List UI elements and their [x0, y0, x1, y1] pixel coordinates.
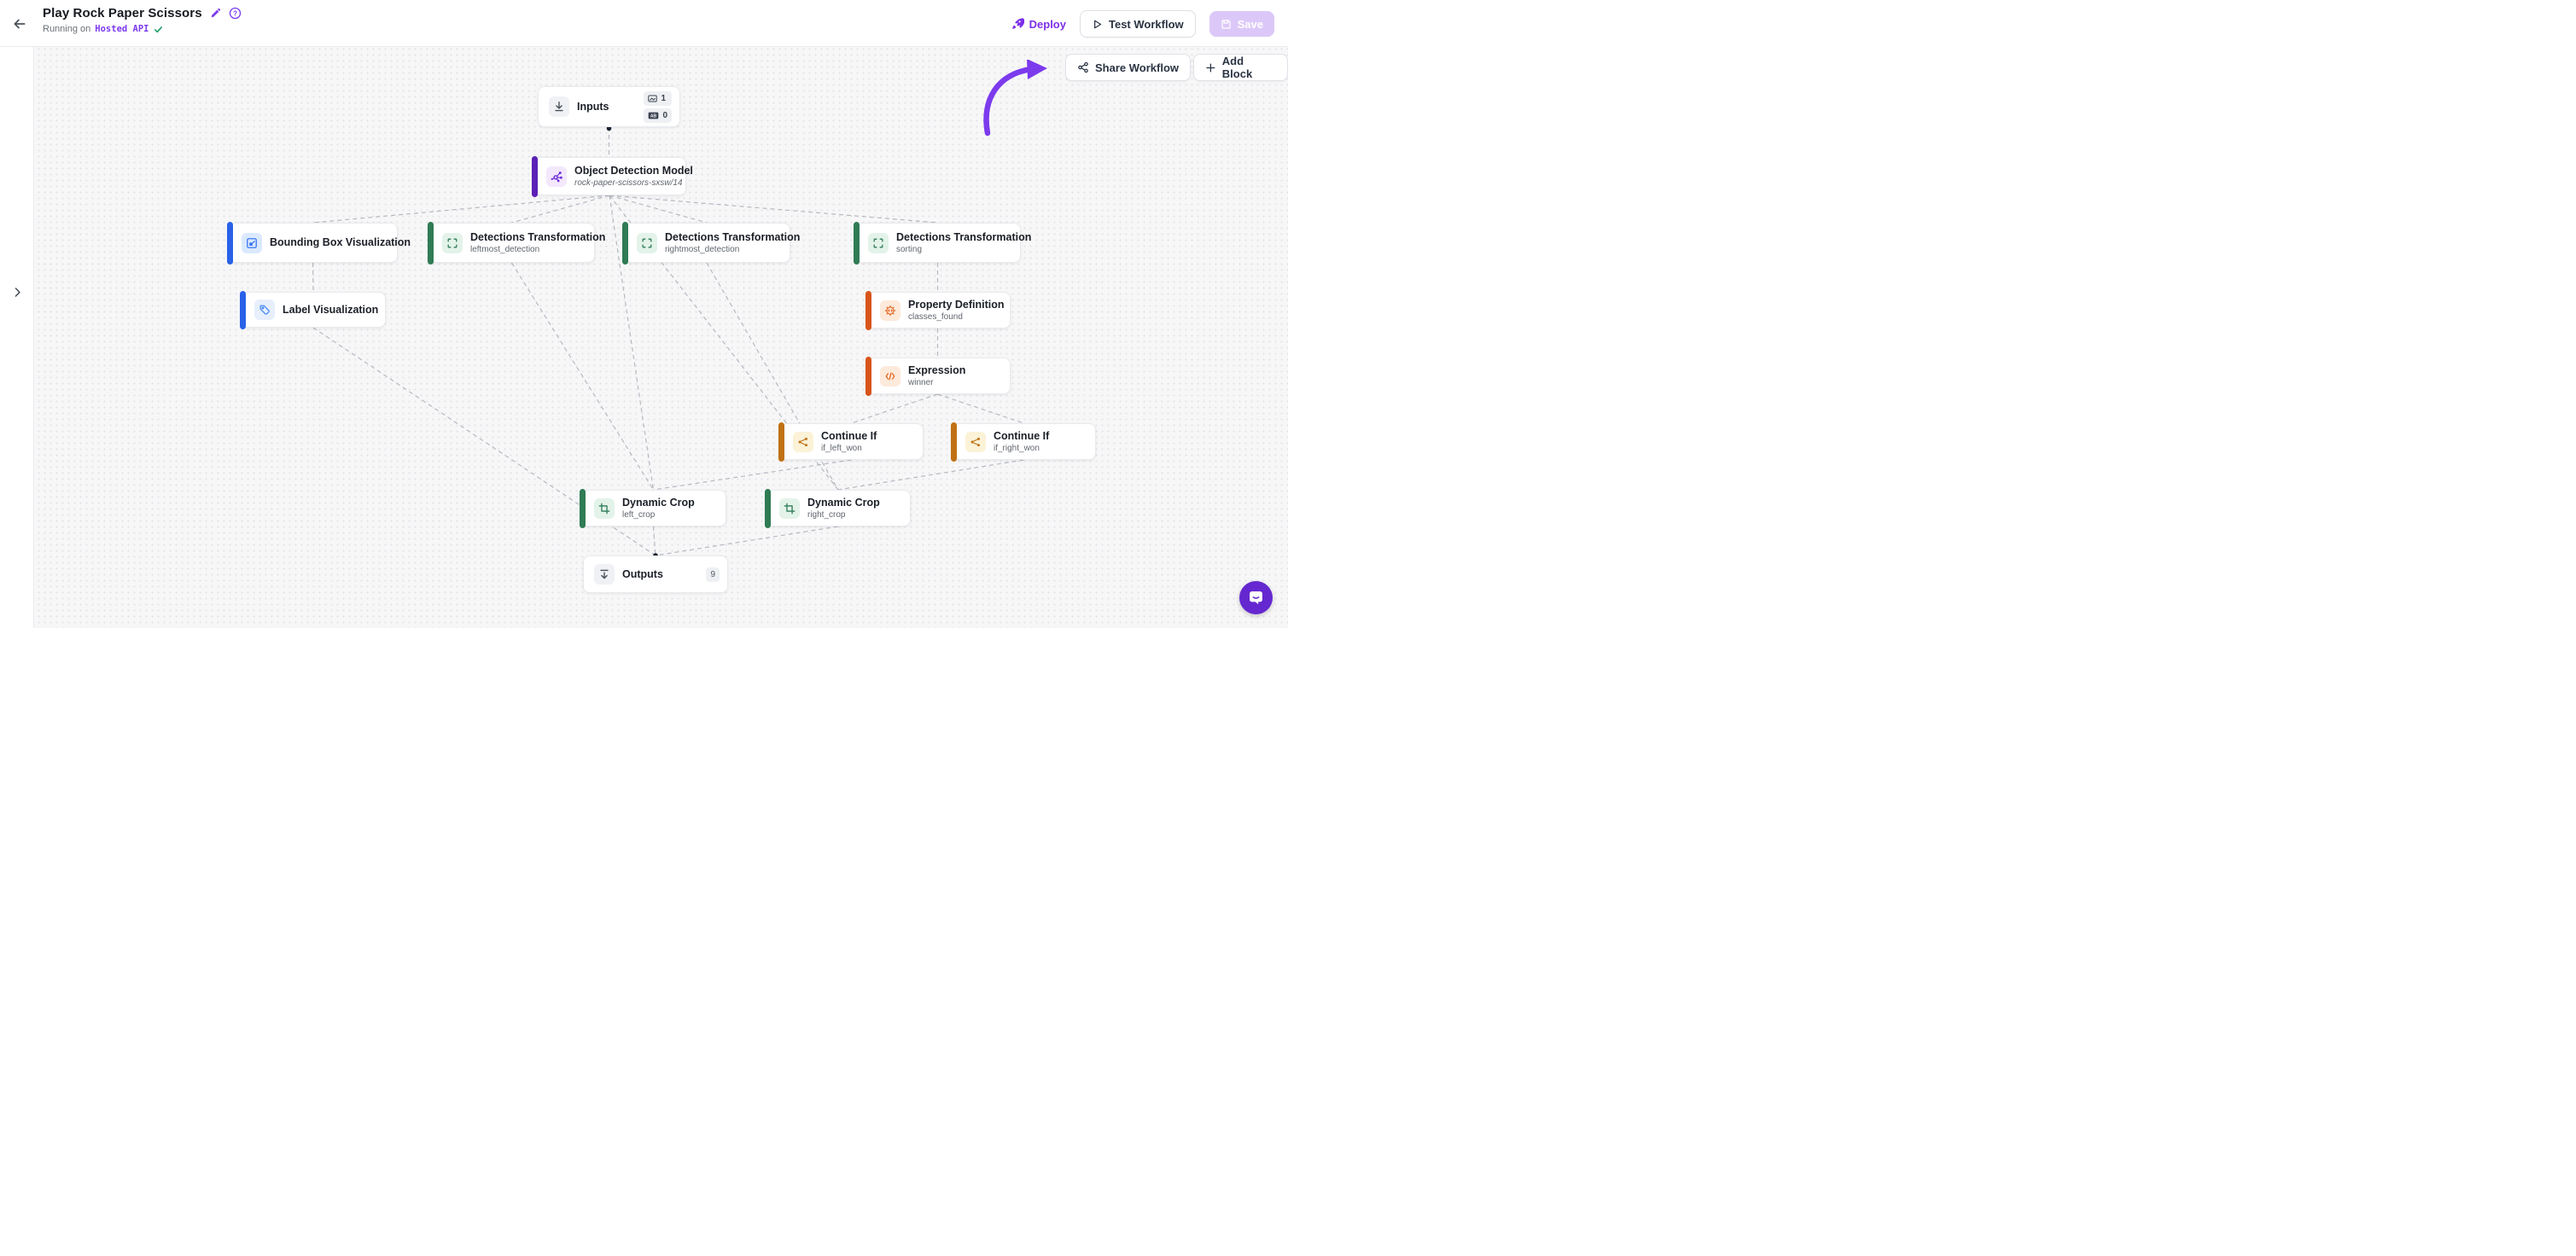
- arrow-left-icon: [14, 19, 26, 29]
- node-dynamic-crop-left[interactable]: Dynamic Crop left_crop: [579, 488, 726, 528]
- branch-icon: [965, 431, 986, 452]
- chat-launcher-button[interactable]: [1239, 581, 1273, 614]
- edit-title-button[interactable]: [210, 8, 221, 19]
- node-title: Detections Transformation: [470, 230, 606, 243]
- node-subtitle: leftmost_detection: [470, 244, 540, 254]
- left-panel-rail: [0, 46, 34, 628]
- node-dynamic-crop-right[interactable]: Dynamic Crop right_crop: [764, 488, 911, 528]
- property-gear-icon: [880, 299, 900, 321]
- running-on-label: Running on: [43, 24, 91, 34]
- node-expression[interactable]: Expression winner: [865, 356, 1011, 396]
- add-block-label: Add Block: [1221, 55, 1253, 80]
- top-bar: Play Rock Paper Scissors ? Running on H: [0, 0, 1288, 47]
- crop-icon: [594, 497, 615, 519]
- transform-icon: [868, 232, 889, 253]
- plus-icon: [1206, 62, 1215, 73]
- rocket-icon: [1011, 18, 1024, 29]
- workflow-canvas[interactable]: [0, 46, 1288, 628]
- node-inputs[interactable]: Inputs 1 AB 0: [538, 86, 680, 127]
- node-label-visualization[interactable]: Label Visualization: [239, 290, 386, 329]
- node-subtitle: left_crop: [622, 509, 656, 520]
- help-button[interactable]: ?: [229, 7, 242, 20]
- help-circle-icon: ?: [229, 7, 241, 20]
- node-subtitle: if_right_won: [994, 443, 1040, 453]
- node-subtitle: classes_found: [908, 311, 963, 322]
- node-subtitle: sorting: [896, 244, 923, 254]
- deploy-button[interactable]: Deploy: [1011, 17, 1066, 31]
- play-icon: [1094, 20, 1102, 28]
- chevron-right-icon: [15, 287, 20, 297]
- node-detections-transformation-rightmost[interactable]: Detections Transformation rightmost_dete…: [621, 221, 801, 265]
- node-title: Continue If: [994, 429, 1050, 442]
- runtime-status: Running on Hosted API: [43, 24, 242, 34]
- node-title: Detections Transformation: [665, 230, 801, 243]
- environment-label[interactable]: Hosted API: [95, 24, 149, 34]
- chat-bubble-icon: [1250, 591, 1262, 605]
- outputs-icon: [594, 564, 615, 584]
- share-icon: [1078, 61, 1088, 73]
- node-title: Outputs: [622, 567, 663, 580]
- save-label: Save: [1237, 17, 1263, 31]
- node-detections-transformation-leftmost[interactable]: Detections Transformation leftmost_detec…: [427, 221, 606, 265]
- node-title: Bounding Box Visualization: [270, 236, 411, 248]
- test-workflow-button[interactable]: Test Workflow: [1079, 10, 1196, 38]
- transform-icon: [442, 232, 463, 253]
- image-icon: [648, 94, 658, 102]
- node-subtitle: winner: [908, 377, 934, 387]
- node-subtitle: rock-paper-scissors-sxsw/14: [574, 177, 683, 188]
- pencil-icon: [211, 8, 220, 18]
- node-outputs[interactable]: Outputs 9: [583, 555, 728, 593]
- tag-icon: [254, 299, 275, 320]
- node-subtitle: rightmost_detection: [665, 244, 740, 254]
- header-actions: Deploy Test Workflow Save: [1011, 10, 1274, 38]
- save-icon: [1221, 19, 1231, 29]
- inputs-icon: [549, 96, 569, 117]
- test-workflow-label: Test Workflow: [1108, 17, 1184, 31]
- node-title: Dynamic Crop: [622, 496, 695, 509]
- crop-icon: [779, 497, 800, 519]
- output-count-badge: 9: [706, 567, 720, 582]
- node-title: Object Detection Model: [574, 164, 693, 177]
- outputs-badges: 9: [706, 567, 720, 582]
- expand-sidebar-button[interactable]: [9, 283, 26, 300]
- share-workflow-button[interactable]: Share Workflow: [1065, 54, 1192, 81]
- node-title: Property Definition: [908, 298, 1005, 311]
- code-icon: [880, 365, 900, 387]
- node-title: Inputs: [577, 100, 609, 113]
- keyboard-ab-icon: AB: [649, 112, 659, 119]
- node-subtitle: right_crop: [807, 509, 846, 520]
- bounding-box-icon: [242, 232, 262, 253]
- image-count-badge: 1: [644, 90, 672, 106]
- title-block: Play Rock Paper Scissors ? Running on H: [43, 6, 242, 34]
- transform-icon: [637, 232, 657, 253]
- inputs-badges: 1 AB 0: [644, 90, 672, 123]
- node-detections-transformation-sorting[interactable]: Detections Transformation sorting: [853, 221, 1032, 265]
- node-subtitle: if_left_won: [821, 443, 862, 453]
- node-title: Detections Transformation: [896, 230, 1032, 243]
- node-title: Expression: [908, 363, 966, 376]
- back-button[interactable]: [10, 15, 29, 33]
- model-icon: [546, 166, 567, 187]
- parameter-count-badge: AB 0: [644, 108, 672, 123]
- check-icon: [154, 26, 162, 32]
- share-workflow-label: Share Workflow: [1095, 61, 1180, 74]
- node-continue-if-right[interactable]: Continue If if_right_won: [950, 422, 1096, 462]
- node-object-detection-model[interactable]: Object Detection Model rock-paper-scisso…: [531, 155, 693, 197]
- node-title: Dynamic Crop: [807, 496, 880, 509]
- save-button[interactable]: Save: [1209, 11, 1274, 37]
- svg-text:AB: AB: [650, 113, 657, 119]
- page-title: Play Rock Paper Scissors: [43, 6, 202, 20]
- node-bounding-box-visualization[interactable]: Bounding Box Visualization: [226, 221, 411, 265]
- node-title: Label Visualization: [283, 303, 379, 316]
- deploy-label: Deploy: [1029, 17, 1066, 31]
- node-title: Continue If: [821, 429, 877, 442]
- branch-icon: [793, 431, 813, 452]
- node-continue-if-left[interactable]: Continue If if_left_won: [778, 422, 924, 462]
- add-block-button[interactable]: Add Block: [1193, 54, 1288, 81]
- svg-text:?: ?: [233, 9, 237, 17]
- node-property-definition[interactable]: Property Definition classes_found: [865, 290, 1011, 330]
- workflow-editor: Play Rock Paper Scissors ? Running on H: [0, 0, 1288, 628]
